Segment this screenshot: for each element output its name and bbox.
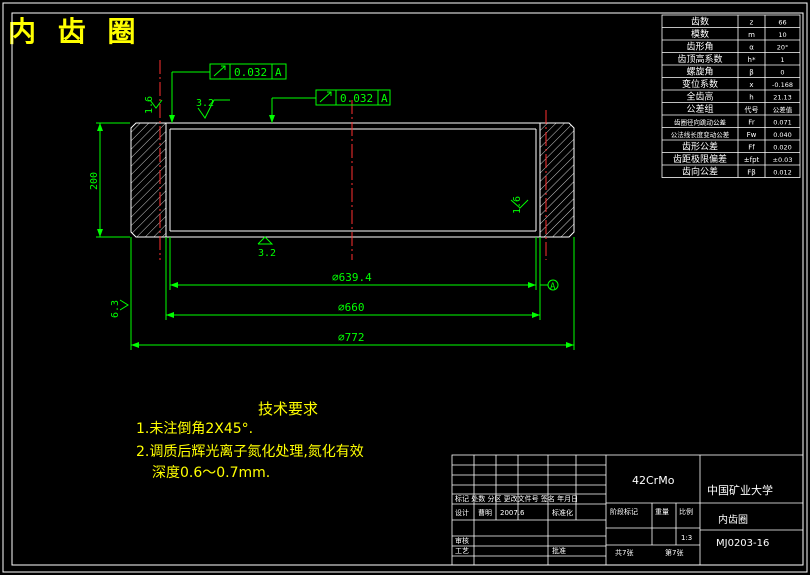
- tb-material: 42CrMo: [632, 474, 675, 487]
- dimensions: [96, 71, 575, 350]
- tb-part-name: 内齿圈: [718, 513, 748, 526]
- param-sym-2: α: [749, 44, 754, 52]
- param-sym-7: 代号: [745, 105, 759, 114]
- tol2-value: 0.032: [340, 92, 373, 105]
- param-val-0: 66: [778, 19, 786, 27]
- param-sym-9: Fw: [747, 131, 757, 139]
- param-name-3: 齿顶高系数: [677, 53, 722, 65]
- param-name-6: 全齿高: [686, 91, 713, 103]
- tb-review-label: 审核: [455, 536, 469, 545]
- tb-designer-label: 设计: [455, 508, 469, 517]
- tol1-value: 0.032: [234, 66, 267, 79]
- param-sym-1: m: [748, 31, 755, 39]
- tb-university: 中国矿业大学: [707, 483, 773, 497]
- param-sym-10: Ff: [748, 144, 755, 152]
- param-sym-11: ±fpt: [744, 156, 760, 164]
- param-val-5: -0.168: [772, 81, 793, 89]
- tech-requirements-title: 技术要求: [258, 400, 319, 418]
- tb-scale-label: 比例: [679, 507, 693, 516]
- tech-line-1: 1.未注倒角2X45°.: [136, 421, 254, 437]
- dim-d3: ⌀772: [338, 331, 365, 344]
- drawing-title: 内 齿 圈: [8, 15, 142, 48]
- param-name-8: 齿圈径向跳动公差: [674, 118, 727, 127]
- param-val-3: 1: [780, 56, 784, 64]
- tb-scale: 1:3: [681, 534, 692, 542]
- param-val-12: 0.012: [773, 169, 792, 177]
- param-name-7: 公差组: [686, 103, 713, 115]
- tol1-datum: A: [275, 66, 282, 79]
- tb-weight-label: 重量: [655, 508, 669, 516]
- rough-right: 1.6: [512, 196, 523, 214]
- param-name-0: 齿数: [691, 16, 709, 28]
- dim-d2: ⌀660: [338, 301, 365, 314]
- tb-sheet-no: 第7张: [665, 548, 683, 557]
- datum-label: A: [550, 282, 556, 292]
- right-wall-hatch: [539, 122, 575, 238]
- tb-sheets-total: 共7张: [615, 548, 633, 557]
- rough-bottom: 3.2: [258, 248, 276, 259]
- tb-drawing-no: MJ0203-16: [716, 538, 769, 549]
- param-sym-12: Fβ: [747, 169, 756, 177]
- tb-designer: 曹明: [478, 508, 492, 517]
- arrowheads: [97, 115, 574, 348]
- left-wall-hatch: [130, 122, 167, 238]
- param-name-10: 齿形公差: [682, 141, 718, 153]
- param-val-8: 0.071: [773, 119, 792, 127]
- param-name-2: 齿形角: [686, 41, 713, 53]
- param-sym-8: Fr: [748, 119, 755, 127]
- title-block: [451, 454, 804, 566]
- tb-row-labels: 标记 处数 分区 更改文件号 签名 年月日: [455, 494, 578, 503]
- param-val-2: 20°: [777, 44, 789, 52]
- rough-corner: 6.3: [110, 300, 121, 318]
- param-val-1: 10: [778, 31, 786, 39]
- dim-d1: ⌀639.4: [332, 271, 372, 284]
- inner-border: [11, 12, 804, 566]
- param-name-1: 模数: [691, 28, 709, 40]
- param-name-12: 齿向公差: [682, 166, 718, 178]
- param-name-5: 变位系数: [682, 78, 718, 90]
- tb-date: 2007.6: [500, 509, 525, 517]
- tolerance-frame-1: 0.032 A: [209, 63, 287, 80]
- param-sym-6: h: [749, 94, 753, 102]
- param-val-6: 21.13: [773, 94, 792, 102]
- param-sym-4: β: [749, 69, 753, 77]
- tol2-datum: A: [381, 92, 388, 105]
- param-name-9: 公法线长度变动公差: [671, 130, 730, 139]
- tb-std-label: 标准化: [552, 508, 573, 517]
- rough-top: 3.2: [196, 98, 214, 109]
- tech-line-3: 深度0.6～0.7mm.: [152, 465, 271, 481]
- tb-approve-label: 批准: [552, 546, 566, 555]
- parameter-table: 齿数 z 66 模数 m 10 齿形角 α 20° 齿顶高系数 h* 1 螺旋角 β 0 变位系数 x -0.16…: [661, 14, 801, 178]
- param-val-10: 0.020: [773, 144, 792, 152]
- param-val-4: 0: [780, 69, 784, 77]
- rough-left: 1.6: [144, 96, 155, 114]
- param-sym-0: z: [750, 19, 754, 27]
- tech-line-2: 2.调质后辉光离子氮化处理,氮化有效: [136, 444, 364, 460]
- param-name-4: 螺旋角: [686, 66, 713, 78]
- dim-height: 200: [89, 172, 100, 190]
- tolerance-frame-2: 0.032 A: [315, 89, 391, 106]
- tb-process-label: 工艺: [455, 547, 469, 555]
- param-val-9: 0.040: [773, 131, 792, 139]
- ring-section: [130, 60, 575, 260]
- param-val-7: 公差值: [773, 105, 793, 114]
- param-sym-5: x: [749, 81, 753, 89]
- param-val-11: ±0.03: [773, 156, 793, 164]
- param-name-11: 齿距极限偏差: [673, 153, 727, 165]
- tb-stage-label: 阶段标记: [610, 507, 638, 516]
- param-sym-3: h*: [748, 56, 756, 64]
